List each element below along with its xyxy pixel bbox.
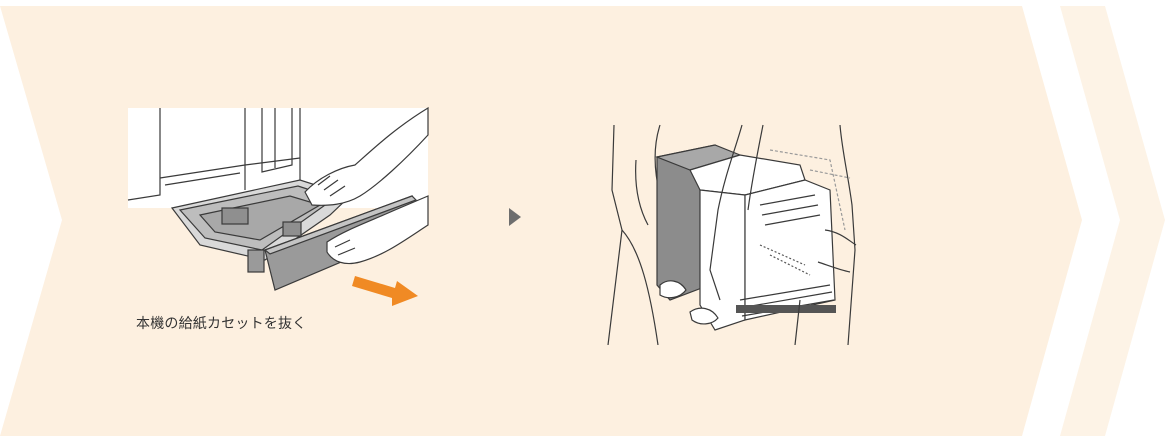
frame-mask: [600, 345, 870, 355]
lifting-illustration: [607, 124, 857, 346]
step-caption: 本機の給紙カセットを抜く: [136, 316, 307, 332]
orange-pull-arrow-icon: [352, 276, 418, 306]
chevron-band: [0, 6, 1082, 436]
cassette-illustration: [127, 106, 429, 291]
chevron-next: [1060, 6, 1165, 436]
right-triangle-arrow-icon: [509, 208, 521, 226]
